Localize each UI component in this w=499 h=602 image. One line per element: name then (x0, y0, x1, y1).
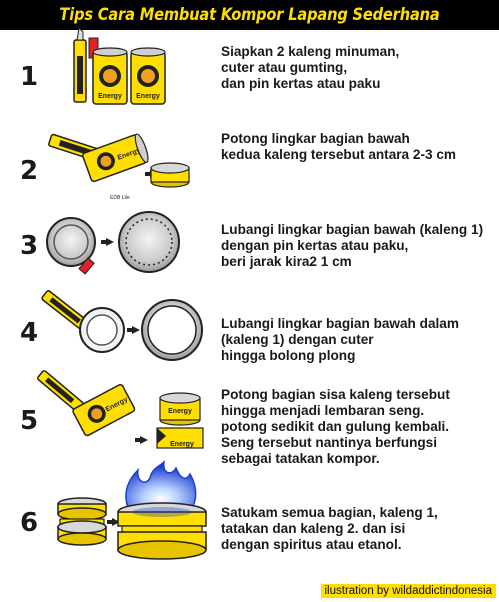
flame-icon (125, 459, 197, 509)
energy-can-icon: Energy (130, 47, 166, 105)
paper-clip-icon (78, 257, 95, 275)
page-title: Tips Cara Membuat Kompor Lapang Sederhan… (59, 5, 440, 25)
step-4-text: Lubangi lingkar bagian bawah dalam (kale… (221, 316, 459, 363)
step-3-text: Lubangi lingkar bagian bawah (kaleng 1) … (221, 222, 484, 269)
stove-parts-icon (57, 497, 107, 546)
step-2-number: 2 (19, 156, 39, 186)
rolled-sheet-icon: Energy (159, 392, 201, 426)
step-1-number: 1 (19, 62, 39, 92)
step-1-illustration: Energy Energy (73, 26, 166, 105)
step-2-text: Potong lingkar bagian bawah kedua kaleng… (221, 131, 456, 162)
can-bottom-ring-icon (150, 162, 190, 188)
arrow-icon (106, 238, 114, 246)
step-6-illustration (57, 459, 207, 560)
step-5-text: Potong bagian sisa kaleng tersebut hingg… (221, 387, 450, 466)
can-label-1: Energy (98, 93, 122, 100)
step-4-number: 4 (19, 318, 39, 348)
step-6-number: 6 (19, 508, 39, 538)
step-6-text: Satukam semua bagian, kaleng 1, tatakan … (221, 505, 438, 552)
title-bar (0, 0, 499, 30)
can-small-label: EDB Lite (110, 195, 130, 201)
can-label-6: Energy (170, 441, 194, 448)
step-2-illustration: Energy EDB Lite (48, 133, 190, 201)
energy-can-icon: Energy (92, 47, 128, 105)
energy-can-lying-icon: Energy (72, 384, 136, 437)
illustration-credit: ilustration by wildaddictindonesia (320, 584, 496, 598)
step-4-illustration (41, 290, 203, 361)
can-bottom-dotted-icon (118, 211, 180, 273)
sheet-icon: Energy (156, 427, 204, 449)
step-3-number: 3 (19, 231, 39, 261)
can-label-5: Energy (168, 408, 192, 415)
arrow-icon (140, 436, 148, 444)
arrow-icon (112, 518, 120, 526)
energy-can-lying-icon: Energy (82, 133, 149, 183)
step-5-number: 5 (19, 406, 39, 436)
step-5-illustration: Energy Energy Energy (36, 370, 204, 449)
stove-assembled-icon (117, 502, 207, 560)
can-label-2: Energy (136, 93, 160, 100)
step-1-text: Siapkan 2 kaleng minuman, cuter atau gum… (221, 44, 400, 91)
cutter-icon (73, 26, 87, 103)
step-3-illustration (46, 211, 180, 275)
arrow-icon (132, 326, 140, 334)
